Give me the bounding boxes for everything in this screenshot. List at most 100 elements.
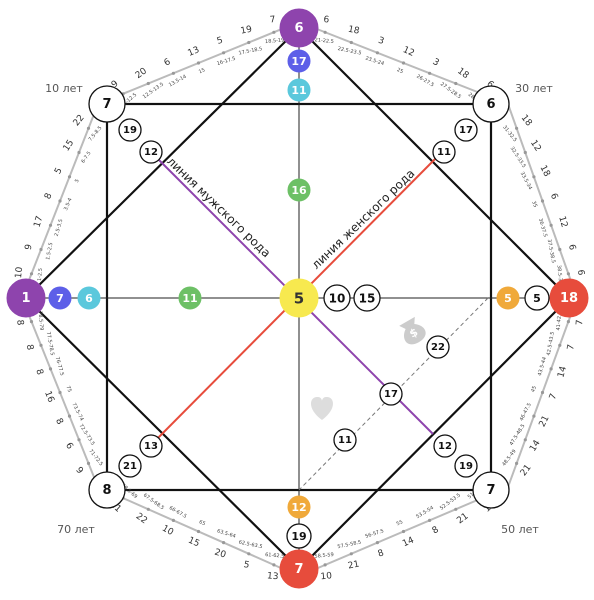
ring-age-range: 1-2.5 [37, 268, 44, 281]
node-value: 15 [359, 292, 376, 306]
ring-age-range: 65 [198, 519, 206, 527]
ring-age-range: 41-42.5 [556, 311, 564, 331]
node-value: 21 [123, 461, 137, 472]
node-value: 1 [21, 291, 30, 306]
node-value: 7 [294, 562, 303, 577]
node-right-white: 5 [524, 285, 550, 311]
ring-number: 21 [455, 511, 470, 526]
ring-age-range: 35 [530, 200, 538, 208]
ring-age-range: 78.5-79 [37, 311, 45, 331]
node-top-cyan: 11 [287, 78, 311, 102]
node-circle [77, 286, 101, 310]
ring-number: 15 [62, 138, 77, 153]
ring-tick [171, 518, 175, 523]
node-bottom-big: 7 [279, 549, 319, 589]
ring-age-range: 61-62.5 [265, 552, 285, 560]
ring-age-range: 21-22.5 [314, 37, 334, 45]
ring-number: 14 [401, 535, 416, 549]
ring-tick [515, 126, 519, 130]
ring-number: 6 [323, 15, 330, 26]
ring-number: 6 [566, 244, 577, 252]
ring-tick [428, 518, 432, 523]
ring-age-range: 75 [64, 385, 72, 393]
node-tr-inner-1: 17 [454, 118, 478, 142]
node-value: 12 [144, 147, 158, 158]
node-circle [287, 78, 311, 102]
ring-tick [86, 461, 91, 465]
ring-age-range: 37.5-38.5 [546, 239, 556, 264]
ring-number: 5 [53, 166, 65, 176]
node-left-green: 11 [178, 286, 202, 310]
ring-age-range: 5 [74, 178, 81, 184]
ring-number: 13 [267, 571, 279, 582]
ring-number: 15 [186, 536, 200, 550]
node-circle [286, 523, 312, 549]
male-line-label: линия мужского рода [164, 154, 273, 260]
node-value: 5 [533, 292, 541, 305]
ring-age-range: 3.5-4 [63, 197, 73, 211]
node-circle [118, 454, 142, 478]
ring-age-range: 66-67.5 [168, 505, 188, 520]
ring-number: 10 [320, 571, 333, 582]
ring-tick [222, 51, 226, 55]
ring-tick [146, 81, 150, 86]
node-circle [433, 434, 457, 458]
ring-tick [532, 414, 536, 418]
ring-number: 18 [537, 164, 551, 179]
ring-age-range: 26-27.5 [415, 74, 435, 89]
ring-number: 7 [269, 15, 276, 25]
ring-age-range: 38.5-39 [556, 265, 564, 285]
node-circle [279, 8, 319, 48]
ring-age-range: 22.5-23.5 [337, 46, 362, 57]
ring-number: 9 [24, 243, 35, 251]
ring-number: 9 [73, 465, 85, 476]
node-value: 5 [504, 292, 512, 305]
node-circle [88, 471, 126, 509]
node-value: 16 [291, 184, 307, 197]
node-top-blue: 17 [287, 49, 311, 73]
ring-tick [558, 247, 562, 252]
node-value: 12 [438, 441, 452, 452]
node-value: 13 [144, 441, 158, 452]
node-value: 7 [56, 292, 64, 305]
age-label-10: 10 лет [45, 82, 83, 95]
node-corner-bl: 8 [88, 471, 126, 509]
ring-tick [77, 438, 81, 442]
ring-age-range: 53.5-54 [415, 505, 435, 520]
ring-tick [222, 541, 226, 545]
node-center-right-1: 10 [323, 284, 351, 312]
ring-tick [523, 438, 527, 442]
node-value: 18 [560, 291, 578, 306]
ring-tick [196, 61, 201, 65]
node-value: 6 [85, 292, 93, 305]
ring-age-range: 62.5-63.5 [238, 540, 263, 551]
ring-tick [67, 175, 72, 179]
ring-number: 13 [187, 45, 201, 59]
node-value: 17 [384, 389, 398, 400]
ring-age-range: 76-77.5 [54, 356, 65, 376]
node-corner-tl: 7 [88, 85, 126, 123]
node-tl-inner-2: 12 [139, 140, 163, 164]
node-diag-22: 22 [426, 335, 450, 359]
ring-age-range: 1.5-2.5 [45, 242, 54, 261]
node-value: 11 [182, 292, 197, 305]
node-circle [472, 85, 510, 123]
node-circle [287, 49, 311, 73]
female-line-label: линия женского рода [309, 166, 418, 272]
node-value: 8 [102, 483, 111, 498]
node-circle [524, 285, 550, 311]
ring-number: 20 [134, 66, 149, 81]
ring-tick [272, 30, 276, 34]
ring-number: 14 [528, 438, 543, 453]
ring-age-range: 23.5-24 [364, 56, 384, 68]
ring-tick [349, 40, 353, 45]
node-circle [139, 140, 163, 164]
node-circle [426, 335, 450, 359]
ring-number: 9 [110, 79, 121, 90]
ring-tick [349, 552, 353, 556]
node-circle [333, 428, 357, 452]
ring-tick [401, 529, 406, 534]
node-bl-inner-2: 21 [118, 454, 142, 478]
